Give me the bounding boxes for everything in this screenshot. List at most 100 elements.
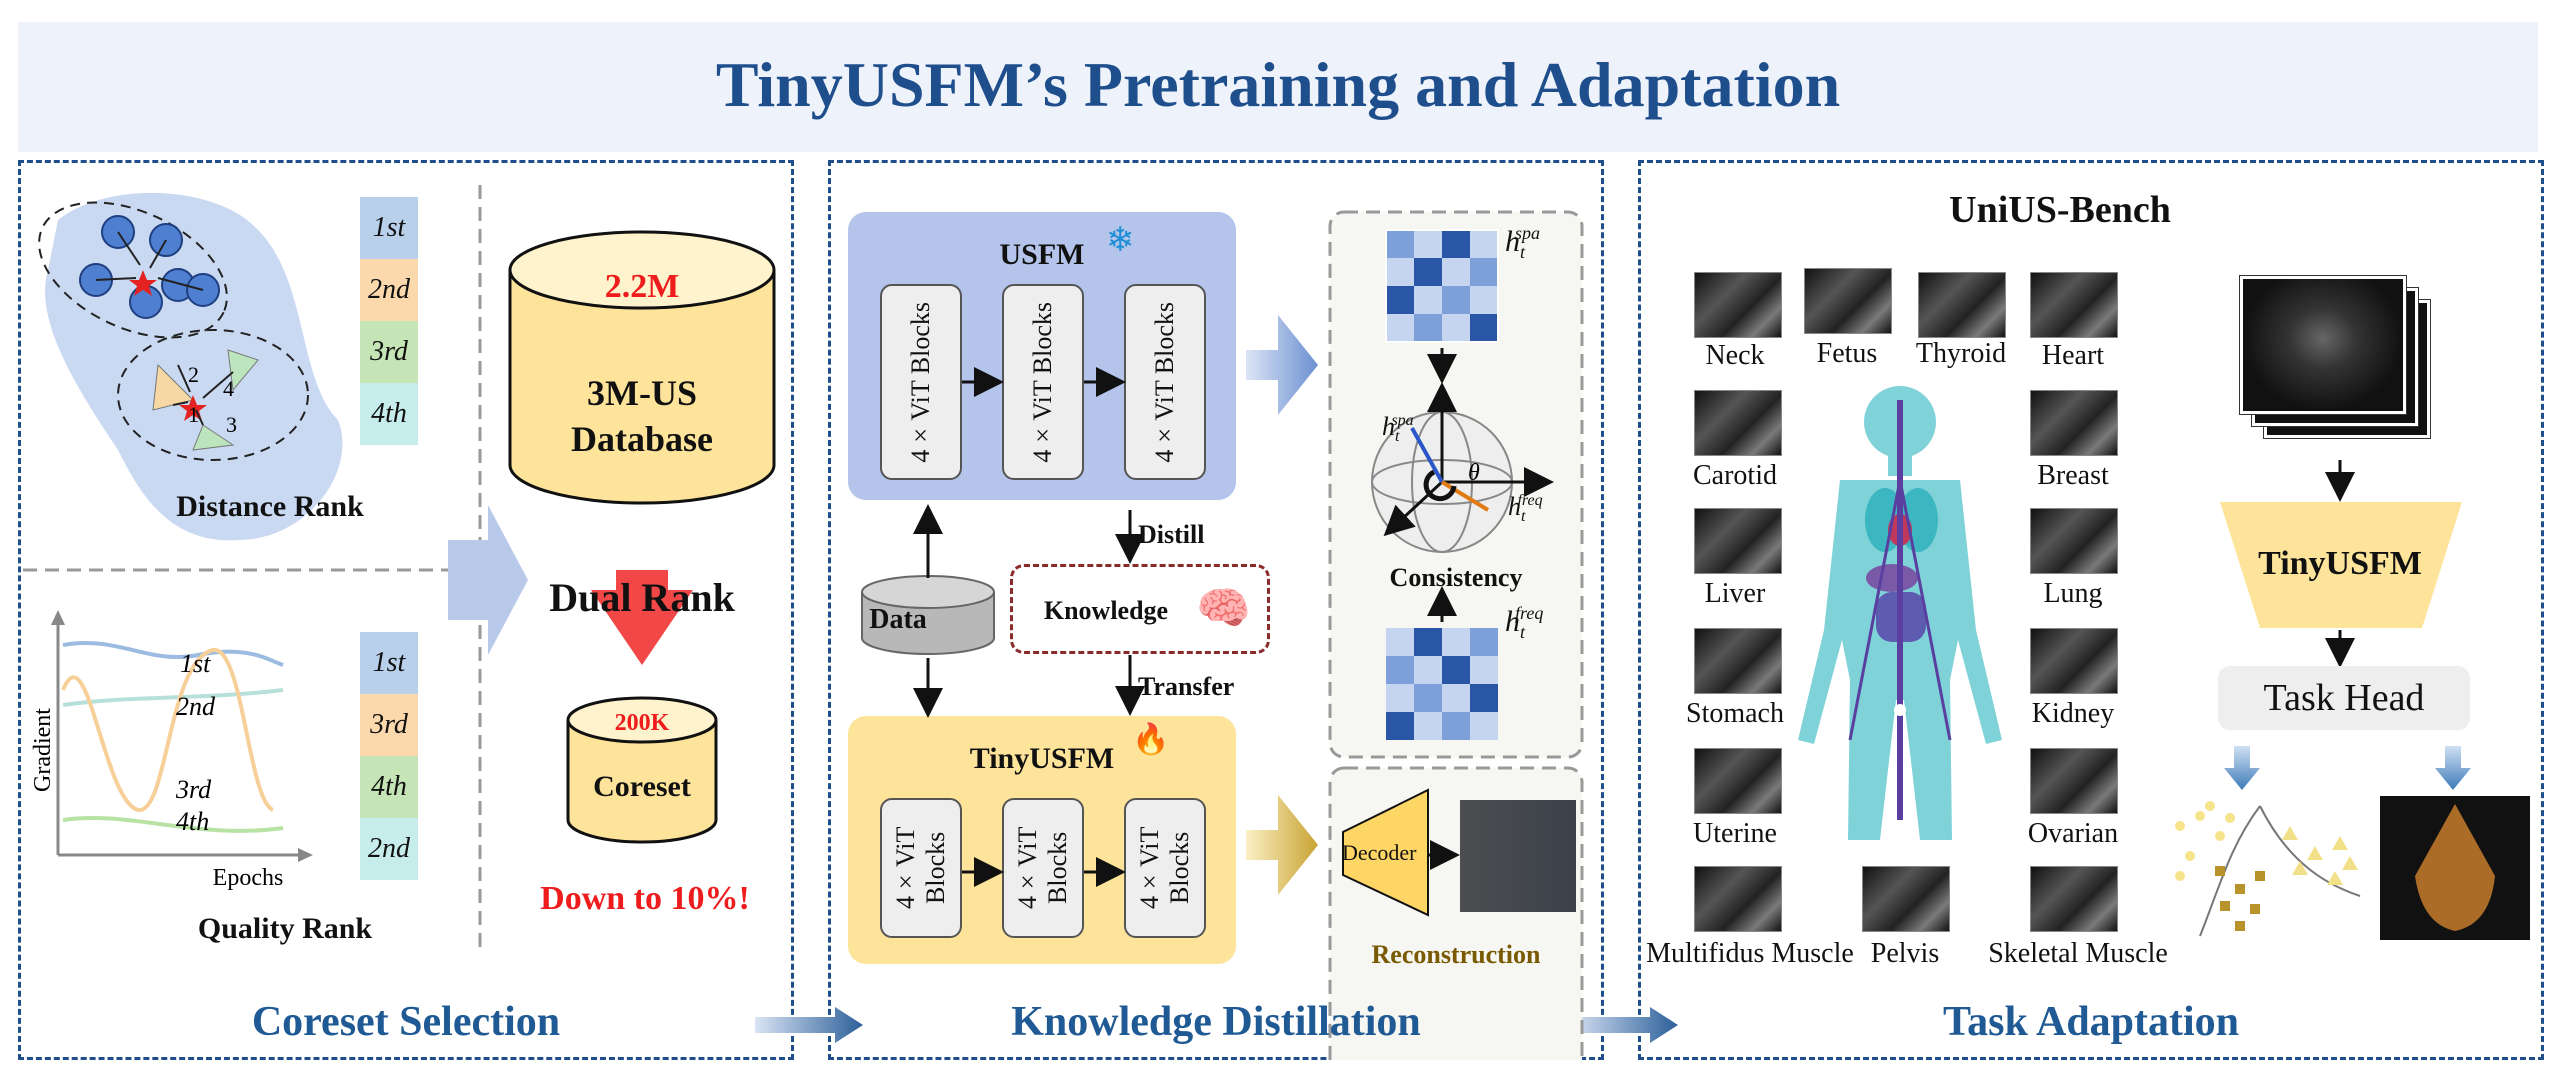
- decoder-icon: [1342, 788, 1429, 917]
- ta-section-title: Task Adaptation: [1942, 999, 2240, 1045]
- database-count: 2.2M: [604, 268, 680, 305]
- snowflake-icon: ❄: [1106, 222, 1135, 259]
- flow-arrow-1-icon: [755, 1007, 863, 1043]
- ovarian-label: Ovarian: [2027, 818, 2119, 849]
- h-spa-sphere-label: htspa: [1382, 412, 1414, 446]
- kd-graphics: θ: [861, 210, 1584, 1060]
- curve-label-4: 4th: [176, 807, 209, 836]
- page-title: TinyUSFM’s Pretraining and Adaptation: [715, 49, 1841, 120]
- quality-rank-2: 3rd: [360, 694, 418, 756]
- classification-scatter-icon: [2175, 801, 2361, 937]
- teacher-output-arrow-icon: [1246, 315, 1318, 415]
- kd-section-title: Knowledge Distillation: [1011, 999, 1421, 1045]
- stomach-image: [1694, 628, 1782, 694]
- database-name-2: Database: [571, 419, 713, 459]
- tinyusfm-trapezoid-icon: [2220, 502, 2462, 628]
- usfm-block-2: 4×ViT Blocks: [1002, 284, 1084, 480]
- tinyusfm-label: TinyUSFM: [969, 742, 1115, 775]
- pelvis-image: [1862, 866, 1950, 932]
- spatial-feature-grid: [1385, 229, 1499, 343]
- down-arrow-icon: [591, 570, 693, 665]
- h-spa-label: htspa: [1505, 223, 1541, 262]
- pelvis-label: Pelvis: [1870, 938, 1940, 969]
- liver-image: [1694, 508, 1782, 574]
- ta-graphics: [2220, 460, 2462, 668]
- coreset-graphics: 2 4 1 3 1st 2nd 3rd 4th Gradient Epochs: [23, 185, 776, 950]
- svg-text:2: 2: [188, 362, 199, 387]
- stomach-label: Stomach: [1686, 698, 1784, 729]
- human-body-icon: [1798, 386, 2002, 840]
- flow-arrow-2-icon: [1570, 1007, 1678, 1043]
- lung-label: Lung: [2043, 578, 2103, 609]
- coreset-name: Coreset: [593, 770, 691, 803]
- usfm-label: USFM: [999, 238, 1085, 271]
- thyroid-image: [1918, 272, 2006, 338]
- distance-rank-4: 4th: [360, 383, 418, 445]
- carotid-image: [1694, 390, 1782, 456]
- quality-rank-3: 4th: [360, 756, 418, 818]
- data-label: Data: [869, 604, 927, 635]
- usfm-block-3: 4×ViT Blocks: [1124, 284, 1206, 480]
- knowledge-label: Knowledge: [1043, 596, 1169, 625]
- bench-title: UniUS-Bench: [1949, 189, 2171, 231]
- segmentation-arrow-icon: [2435, 746, 2471, 790]
- quality-rank-column: 1st 3rd 4th 2nd: [360, 632, 418, 880]
- kidney-image: [2030, 628, 2118, 694]
- carotid-label: Carotid: [1693, 460, 1777, 491]
- distance-rank-3: 3rd: [360, 321, 418, 383]
- usfm-block-1: 4×ViT Blocks: [880, 284, 962, 480]
- ta-panel: [1638, 160, 2544, 1060]
- liver-label: Liver: [1704, 578, 1766, 609]
- theta-label: θ: [1468, 460, 1480, 486]
- gradient-axis-label: Gradient: [30, 708, 56, 792]
- consistency-label: Consistency: [1389, 563, 1523, 592]
- distance-rank-2: 2nd: [360, 259, 418, 321]
- svg-text:4: 4: [223, 376, 234, 401]
- coreset-count: 200K: [614, 710, 670, 736]
- brain-icon: 🧠: [1196, 584, 1251, 633]
- fetus-label: Fetus: [1816, 338, 1878, 369]
- tiny-block-3: 4×ViT Blocks: [1124, 798, 1206, 938]
- arrow-icon: [448, 505, 528, 655]
- curve-label-1: 1st: [180, 649, 211, 678]
- transfer-label: Transfer: [1138, 672, 1235, 701]
- frequency-feature-grid: [1386, 628, 1498, 740]
- curve-label-2: 2nd: [176, 692, 216, 721]
- heart-image: [2030, 272, 2118, 338]
- neck-label: Neck: [1705, 340, 1765, 371]
- uterine-label: Uterine: [1693, 818, 1777, 849]
- distance-rank-column: 1st 2nd 3rd 4th: [360, 197, 418, 445]
- reconstruction-label: Reconstruction: [1371, 940, 1541, 969]
- thyroid-label: Thyroid: [1915, 338, 2007, 369]
- skeletal-muscle-label: Skeletal Muscle: [1988, 938, 2168, 969]
- student-output-arrow-icon: [1246, 795, 1318, 895]
- multifidus-label: Multifidus Muscle: [1646, 938, 1854, 969]
- distill-label: Distill: [1138, 520, 1205, 549]
- quality-rank-4: 2nd: [360, 818, 418, 880]
- svg-text:3: 3: [226, 412, 237, 437]
- lung-image: [2030, 508, 2118, 574]
- curve-label-3: 3rd: [175, 775, 212, 804]
- epochs-axis-label: Epochs: [213, 865, 284, 891]
- breast-image: [2030, 390, 2118, 456]
- ta-output-graphics: [2175, 746, 2530, 940]
- coreset-panel: [18, 160, 794, 1060]
- quality-rank-label: Quality Rank: [197, 912, 373, 945]
- ovarian-image: [2030, 748, 2118, 814]
- h-freq-sphere-label: htfreq: [1508, 492, 1543, 526]
- kd-panel: [828, 160, 1604, 1060]
- sphere-icon: [1371, 382, 1554, 553]
- fetus-image: [1804, 268, 1892, 334]
- knowledge-box: [1010, 564, 1270, 654]
- decoder-label: Decoder: [1342, 840, 1417, 865]
- data-icon: [861, 575, 995, 655]
- kidney-label: Kidney: [2031, 698, 2115, 729]
- down-to-label: Down to 10%!: [540, 880, 750, 917]
- database-name-1: 3M-US: [587, 373, 697, 413]
- breast-label: Breast: [2037, 460, 2109, 491]
- uterine-image: [1694, 748, 1782, 814]
- classification-arrow-icon: [2224, 746, 2260, 790]
- coreset-icon: [566, 696, 718, 844]
- ta-model-label: TinyUSFM: [2258, 545, 2422, 582]
- multifidus-image: [1694, 866, 1782, 932]
